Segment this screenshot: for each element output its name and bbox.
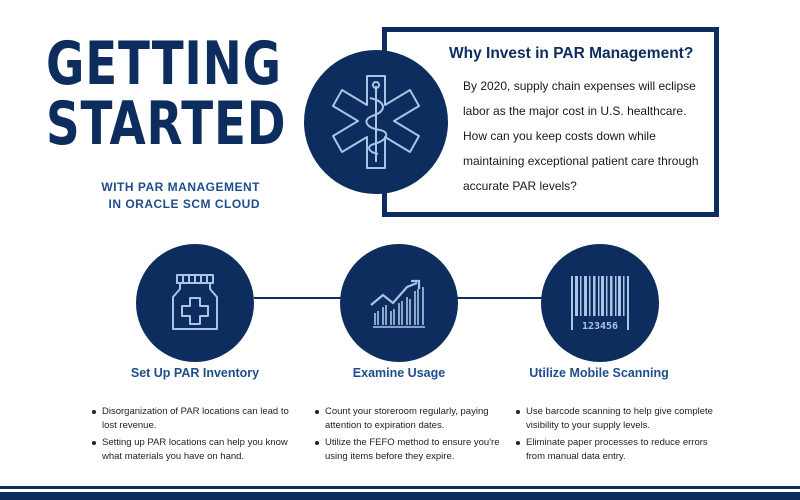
- barcode-icon: 123456: [571, 276, 629, 332]
- why-invest-box: Why Invest in PAR Management? By 2020, s…: [382, 27, 719, 217]
- list-item: Eliminate paper processes to reduce erro…: [514, 436, 714, 464]
- bar-chart-trend-icon: [370, 279, 425, 328]
- subtitle-line-2: IN ORACLE SCM CLOUD: [108, 197, 260, 211]
- step-3-label: Utilize Mobile Scanning: [529, 366, 669, 380]
- step-3-bullets: Use barcode scanning to help give comple…: [514, 405, 714, 467]
- footer-stripe-thick: [0, 492, 800, 500]
- title-line-1: GETTING: [46, 29, 282, 99]
- step-1-circle: [136, 244, 254, 362]
- step-1-label: Set Up PAR Inventory: [130, 366, 260, 380]
- list-item: Use barcode scanning to help give comple…: [514, 405, 714, 433]
- subtitle-line-1: WITH PAR MANAGEMENT: [101, 180, 260, 194]
- list-item: Disorganization of PAR locations can lea…: [90, 405, 290, 433]
- page-subtitle: WITH PAR MANAGEMENT IN ORACLE SCM CLOUD: [60, 179, 260, 213]
- step-2-bullets: Count your storeroom regularly, paying a…: [313, 405, 513, 467]
- star-of-life-icon: [332, 75, 420, 169]
- barcode-number: 123456: [582, 321, 618, 332]
- why-invest-heading: Why Invest in PAR Management?: [449, 45, 694, 62]
- step-3-circle: 123456: [541, 244, 659, 362]
- list-item: Setting up PAR locations can help you kn…: [90, 436, 290, 464]
- why-invest-text: By 2020, supply chain expenses will ecli…: [463, 79, 699, 193]
- step-1-bullets: Disorganization of PAR locations can lea…: [90, 405, 290, 467]
- page-title: GETTING STARTED: [46, 29, 287, 159]
- list-item: Utilize the FEFO method to ensure you're…: [313, 436, 513, 464]
- medicine-bottle-icon: [172, 274, 218, 330]
- footer-stripe-thin: [0, 486, 800, 489]
- title-line-2: STARTED: [46, 89, 287, 159]
- list-item: Count your storeroom regularly, paying a…: [313, 405, 513, 433]
- hero-circle: [304, 50, 448, 194]
- step-2-circle: [340, 244, 458, 362]
- step-2-label: Examine Usage: [352, 366, 446, 380]
